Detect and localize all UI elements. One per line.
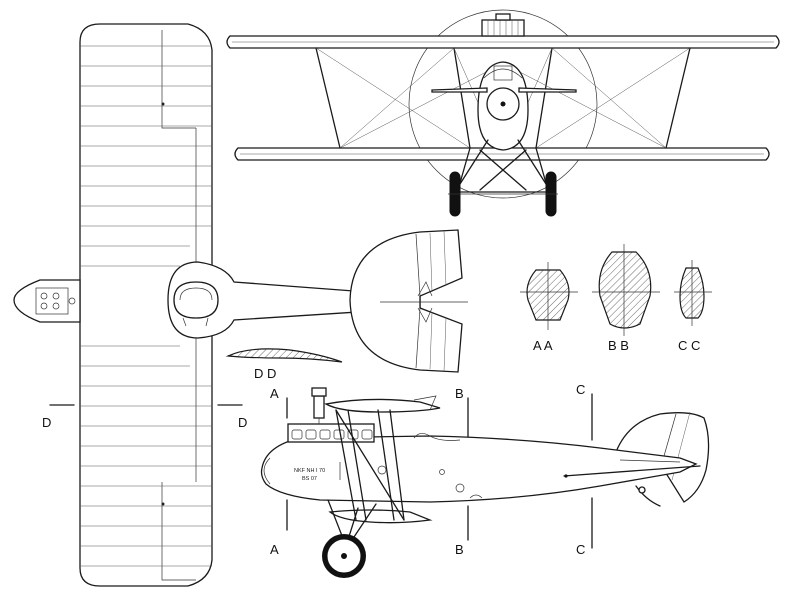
fuselage-marking-line1: NKF NH I 70: [294, 468, 325, 474]
section-label-c-top: C: [576, 382, 585, 397]
section-label-b-top: B: [455, 386, 464, 401]
caption-cc: C C: [678, 338, 700, 353]
side-lower-wing: [328, 509, 433, 524]
caption-aa: A A: [533, 338, 553, 353]
caption-bb: B B: [608, 338, 629, 353]
side-engine-block: [287, 423, 375, 443]
front-radiator: [481, 19, 525, 37]
section-label-b-bottom: B: [455, 542, 464, 557]
front-propeller-disc: [408, 9, 598, 199]
side-view: A A B B C C: [260, 382, 710, 578]
plan-tailplane: [349, 229, 463, 373]
plan-nose: [13, 279, 81, 323]
section-label-d-right: D: [238, 415, 247, 430]
section-label-c-bottom: C: [576, 542, 585, 557]
side-upper-wing: [324, 398, 441, 413]
cross-sections: A A B B C C D D: [225, 244, 712, 381]
section-label-a-bottom: A: [270, 542, 279, 557]
front-view: [226, 9, 780, 217]
fuselage-marking-line2: BS 07: [302, 476, 317, 482]
plan-cockpit: [173, 281, 219, 319]
section-dd-airfoil: [225, 348, 343, 363]
section-label-a-top: A: [270, 386, 279, 401]
plan-upper-wing: [79, 23, 213, 587]
caption-dd: D D: [254, 366, 276, 381]
plan-wing-ribs: [80, 45, 212, 567]
plan-view: D D: [13, 23, 468, 587]
section-label-d-left: D: [42, 415, 51, 430]
section-bb-shape: [598, 251, 652, 329]
